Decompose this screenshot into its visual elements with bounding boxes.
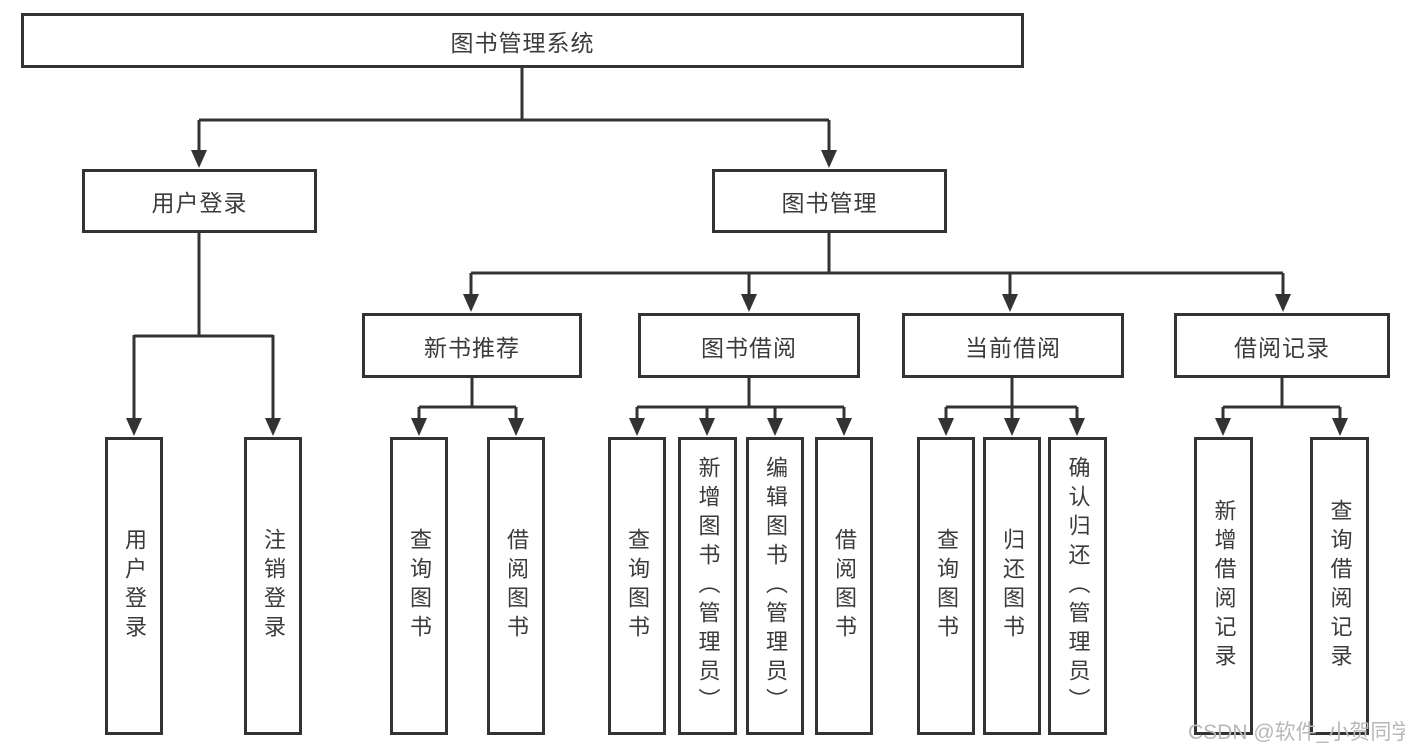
leaf-borrow-edit-books-admin: 编辑图书（管理员） [746,437,804,735]
node-current-borrow-label: 当前借阅 [965,334,1061,361]
leaf-recommend-borrow-books-label: 借阅图书 [504,528,529,644]
node-borrow-records: 借阅记录 [1174,313,1390,378]
arrowheads [126,150,1348,436]
leaf-borrow-borrow-books: 借阅图书 [815,437,873,735]
node-user-login-label: 用户登录 [151,190,248,216]
node-library-management-system-label: 图书管理系统 [450,29,595,56]
leaf-records-add-record: 新增借阅记录 [1194,437,1253,735]
csdn-watermark: CSDN @软件_小贺同学 [1188,721,1405,744]
leaf-borrow-query-books-label: 查询图书 [625,528,650,644]
leaf-recommend-query-books-label: 查询图书 [407,528,432,644]
leaf-user-login: 用户登录 [105,437,163,735]
node-book-borrow: 图书借阅 [638,313,860,378]
leaf-records-query-record-label: 查询借阅记录 [1327,499,1353,673]
leaf-borrow-add-books-admin-label: 新增图书（管理员） [695,455,721,717]
leaf-current-query-books: 查询图书 [917,437,975,735]
leaf-borrow-add-books-admin: 新增图书（管理员） [678,437,737,735]
node-library-management-system: 图书管理系统 [21,13,1024,68]
node-new-book-recommend-label: 新书推荐 [424,334,520,361]
leaf-current-return-books: 归还图书 [983,437,1041,735]
node-book-management: 图书管理 [712,169,947,233]
leaf-current-query-books-label: 查询图书 [934,528,959,644]
leaf-recommend-query-books: 查询图书 [390,437,448,735]
leaf-records-query-record: 查询借阅记录 [1310,437,1369,735]
leaf-current-confirm-return-admin-label: 确认归还（管理员） [1065,455,1091,717]
node-book-borrow-label: 图书借阅 [701,334,797,361]
leaf-borrow-query-books: 查询图书 [608,437,666,735]
leaf-current-confirm-return-admin: 确认归还（管理员） [1048,437,1107,735]
leaf-recommend-borrow-books: 借阅图书 [487,437,545,735]
node-user-login: 用户登录 [82,169,317,233]
leaf-borrow-borrow-books-label: 借阅图书 [832,528,857,644]
leaf-borrow-edit-books-admin-label: 编辑图书（管理员） [763,455,788,717]
leaf-records-add-record-label: 新增借阅记录 [1211,499,1237,673]
node-new-book-recommend: 新书推荐 [362,313,582,378]
node-current-borrow: 当前借阅 [902,313,1124,378]
leaf-logout-label: 注销登录 [261,528,286,644]
connector-path [132,66,1342,420]
leaf-current-return-books-label: 归还图书 [1000,528,1025,644]
node-book-management-label: 图书管理 [781,190,878,216]
leaf-logout: 注销登录 [244,437,302,735]
node-borrow-records-label: 借阅记录 [1234,334,1330,361]
leaf-user-login-label: 用户登录 [122,528,147,644]
